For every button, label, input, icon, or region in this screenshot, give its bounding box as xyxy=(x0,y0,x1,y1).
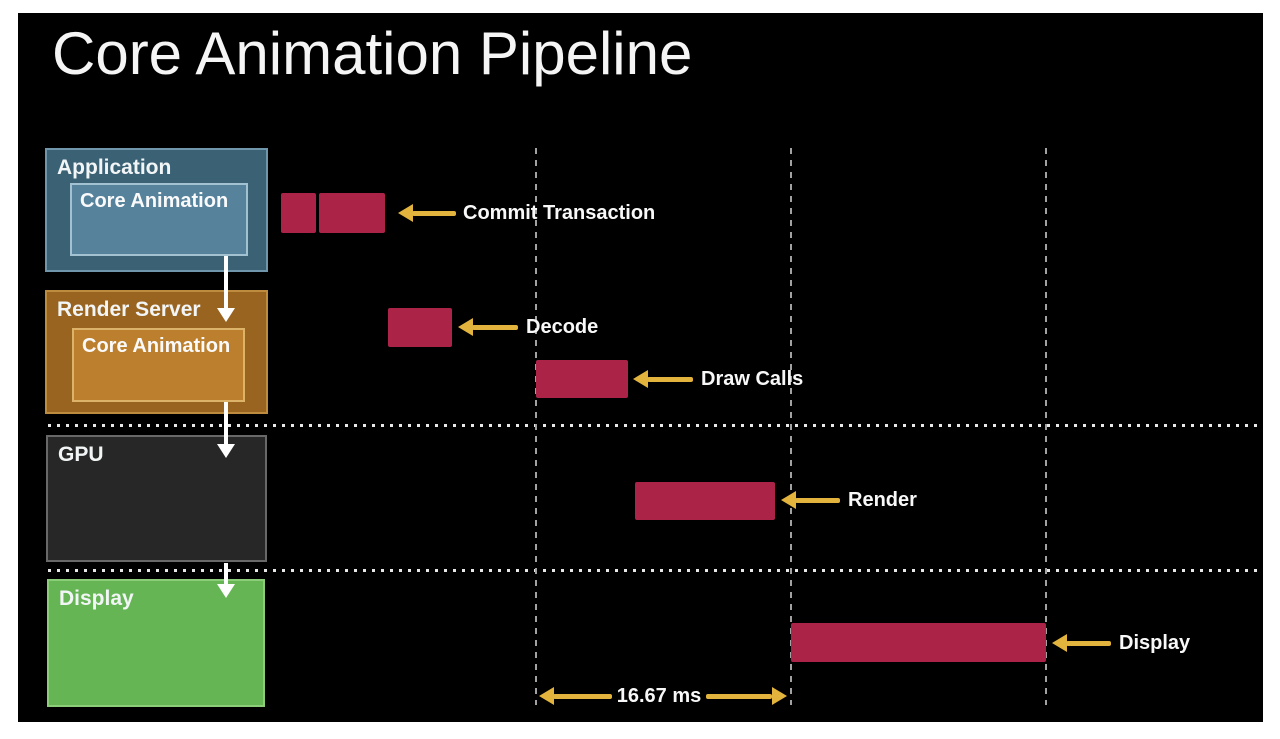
vsync-gridline-2 xyxy=(790,148,792,705)
row-divider-gpu-display xyxy=(48,569,1260,572)
frame-interval-label: 16.67 ms xyxy=(616,685,702,707)
event-label-render: Render xyxy=(848,489,917,511)
flow-arrow-render-to-gpu xyxy=(224,402,228,444)
annotation-arrow-decode xyxy=(472,325,518,330)
flow-arrow-app-to-render xyxy=(224,256,228,308)
stage-label-gpu: GPU xyxy=(58,443,104,466)
annotation-arrow-display xyxy=(1066,641,1111,646)
slide-title: Core Animation Pipeline xyxy=(52,20,693,87)
event-label-display: Display xyxy=(1119,632,1191,654)
down-arrow-icon xyxy=(217,584,235,598)
inner-box-core-animation-render: Core Animation xyxy=(72,328,245,402)
left-arrow-icon xyxy=(1052,634,1067,652)
event-bar-commit-transaction-1 xyxy=(281,193,316,233)
row-divider-render-gpu xyxy=(48,424,1260,427)
left-arrow-icon xyxy=(398,204,413,222)
event-bar-commit-transaction-2 xyxy=(319,193,385,233)
vsync-gridline-1 xyxy=(535,148,537,705)
stage-box-display: Display xyxy=(47,579,265,707)
event-bar-decode xyxy=(388,308,452,347)
stage-box-gpu: GPU xyxy=(46,435,267,562)
event-bar-render xyxy=(635,482,775,520)
left-arrow-icon xyxy=(458,318,473,336)
left-arrow-icon xyxy=(633,370,648,388)
frame-interval-arrow-right xyxy=(706,694,772,699)
stage-label-application: Application xyxy=(57,156,172,179)
left-arrow-icon xyxy=(781,491,796,509)
vsync-gridline-3 xyxy=(1045,148,1047,705)
event-bar-display xyxy=(791,623,1046,662)
event-bar-draw-calls xyxy=(536,360,628,398)
right-arrow-icon xyxy=(772,687,787,705)
stage-box-application: Application Core Animation xyxy=(45,148,268,272)
event-label-commit-transaction: Commit Transaction xyxy=(463,202,656,224)
down-arrow-icon xyxy=(217,308,235,322)
inner-box-core-animation-app: Core Animation xyxy=(70,183,248,256)
inner-label-core-animation-app: Core Animation xyxy=(80,190,229,212)
left-arrow-icon xyxy=(539,687,554,705)
inner-label-core-animation-render: Core Animation xyxy=(82,335,231,357)
slide: Core Animation Pipeline Application Core… xyxy=(18,13,1263,722)
annotation-arrow-commit xyxy=(412,211,456,216)
down-arrow-icon xyxy=(217,444,235,458)
annotation-arrow-render xyxy=(795,498,840,503)
event-label-draw-calls: Draw Calls xyxy=(701,368,804,390)
flow-arrow-gpu-to-display xyxy=(224,563,228,584)
event-label-decode: Decode xyxy=(526,316,599,338)
frame-interval-arrow-left xyxy=(553,694,612,699)
stage-label-display: Display xyxy=(59,587,134,610)
stage-label-render-server: Render Server xyxy=(57,298,201,321)
annotation-arrow-draw-calls xyxy=(647,377,693,382)
